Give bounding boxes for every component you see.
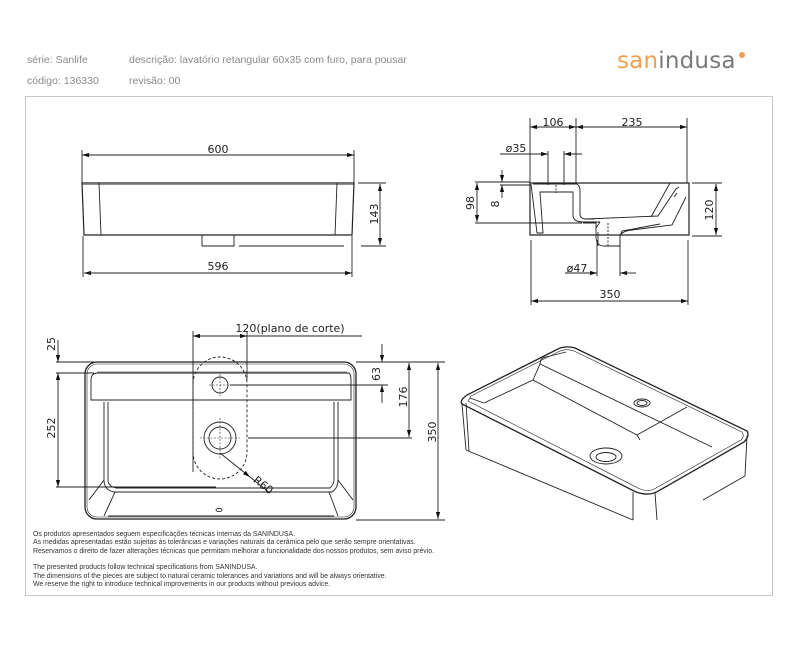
note-en-3: We reserve the right to introduce techni… xyxy=(33,581,331,589)
logo-part-indusa: indusa xyxy=(658,48,736,74)
descricao-label: descrição: lavatório retangular 60x35 co… xyxy=(129,54,407,66)
dim-section-235: 235 xyxy=(622,116,643,129)
drawing-frame xyxy=(25,96,773,596)
disclaimer-notes: Os produtos apresentados seguem especifi… xyxy=(33,531,434,589)
sanindusa-logo: sanindusa xyxy=(617,48,745,74)
plan-view xyxy=(55,331,445,521)
dim-section-106: 106 xyxy=(543,116,564,129)
serie-label: série: Sanlife xyxy=(27,54,88,66)
dim-plan-350: 350 xyxy=(426,422,439,443)
dim-section-drain: ø47 xyxy=(567,262,588,275)
dim-plan-176: 176 xyxy=(397,387,410,408)
isometric-view xyxy=(460,346,749,521)
front-view xyxy=(81,150,386,277)
revisao-label: revisão: 00 xyxy=(129,75,181,87)
dim-section-tap-hole: ø35 xyxy=(506,142,527,155)
note-pt-3: Reservamos o direito de fazer alterações… xyxy=(33,547,435,555)
dim-plan-r60: R60 xyxy=(251,473,276,497)
dim-plan-63: 63 xyxy=(370,367,383,381)
dim-front-596: 596 xyxy=(208,260,229,273)
dim-front-143: 143 xyxy=(368,204,381,225)
section-view xyxy=(474,118,722,305)
dim-plan-25: 25 xyxy=(45,337,58,351)
dim-front-600: 600 xyxy=(208,143,229,156)
logo-mark-icon xyxy=(738,52,745,58)
note-pt-2: As medidas apresentadas estão sujeitas à… xyxy=(33,539,416,547)
codigo-label: código: 136330 xyxy=(27,75,99,87)
dim-section-8: 8 xyxy=(489,201,502,208)
logo-part-san: san xyxy=(617,48,659,74)
dim-plan-cut-plane: 120(plano de corte) xyxy=(235,322,344,335)
note-en-2: The dimensions of the pieces are subject… xyxy=(33,572,387,580)
dim-section-120: 120 xyxy=(703,200,716,221)
dim-section-350: 350 xyxy=(600,288,621,301)
note-pt-1: Os produtos apresentados seguem especifi… xyxy=(33,531,295,538)
dim-section-98: 98 xyxy=(464,196,477,210)
dim-plan-252: 252 xyxy=(45,418,58,439)
note-en-1: The presented products follow technical … xyxy=(33,564,258,572)
